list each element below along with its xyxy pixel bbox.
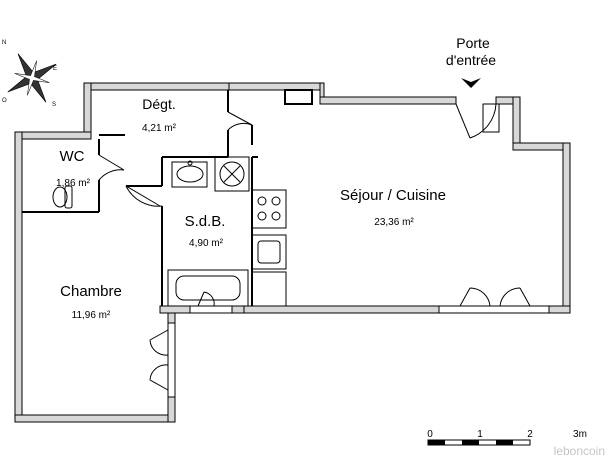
room-sejour-area: 23,36 m² [374,217,414,228]
entrance-label-line1: Porte [456,35,490,51]
windows [149,287,550,398]
watermark-text: leboncoin [554,444,605,458]
compass-rose: N E S O [2,40,57,108]
exterior-walls [14,82,571,423]
room-degt-name: Dégt. [142,96,175,112]
fixtures [52,103,500,307]
entrance-arrow-icon [461,78,481,88]
room-degt-area: 4,21 m² [142,123,177,134]
entrance-label-line2: d'entrée [446,52,496,68]
room-wc-area: 1,86 m² [56,178,91,189]
doors [98,103,497,207]
compass-south: S [52,102,56,108]
room-sdb-area: 4,90 m² [189,238,224,249]
scale-tick-1: 1 [477,429,483,440]
room-wc-name: WC [60,148,85,165]
scale-bar: 0 1 2 3m [427,429,587,446]
compass-west: O [2,98,7,104]
compass-north: N [2,40,6,46]
scale-tick-0: 0 [427,429,433,440]
room-chambre-area: 11,96 m² [72,310,111,321]
compass-east: E [53,66,57,72]
room-sdb-name: S.d.B. [185,213,226,230]
scale-tick-3: 3m [573,429,587,440]
room-chambre-name: Chambre [60,283,122,300]
room-sejour-name: Séjour / Cuisine [340,187,446,204]
scale-tick-2: 2 [527,429,533,440]
